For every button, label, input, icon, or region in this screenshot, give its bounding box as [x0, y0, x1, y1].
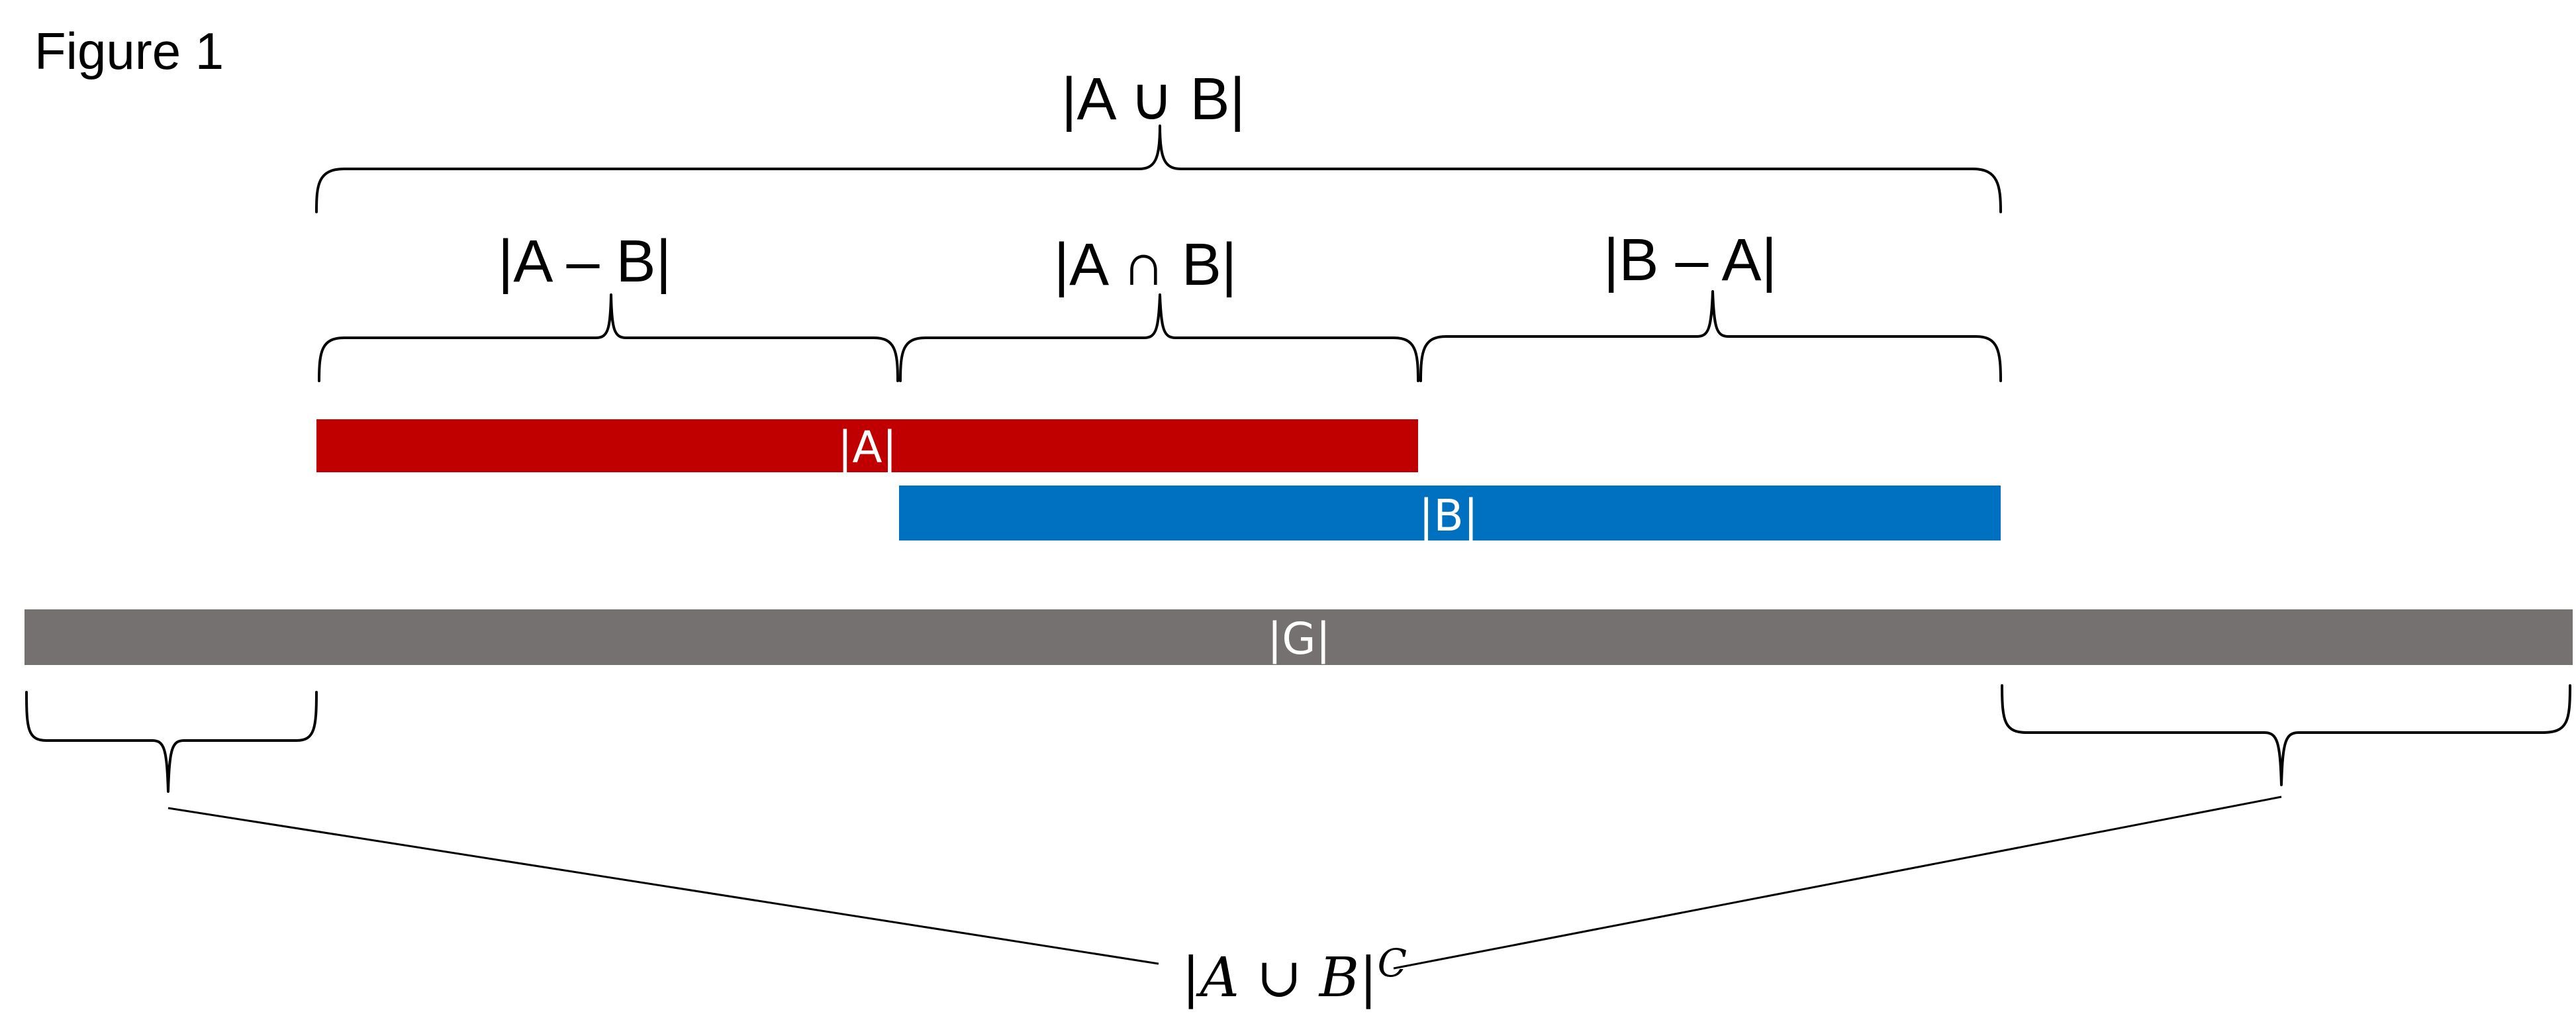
- complement-right-brace: [2001, 684, 2571, 786]
- set-b-label: |B|: [1419, 490, 1478, 541]
- set-g-bar: [24, 609, 2573, 665]
- complement-left-brace: [25, 691, 318, 793]
- union-label: |A ∪ B|: [1061, 66, 1245, 132]
- complement-left-connector: [167, 807, 1159, 965]
- complement-right-connector: [1393, 795, 2282, 970]
- intersection-brace: [899, 293, 1419, 382]
- complement-label-base: |A ∪ B|: [1182, 947, 1378, 1009]
- figure-title: Figure 1: [34, 22, 224, 80]
- set-a-bar: [316, 419, 1418, 472]
- set-g-label: |G|: [1267, 613, 1331, 664]
- set-b-bar: [899, 486, 2001, 540]
- complement-label: |A ∪ B|C: [1182, 944, 1407, 1005]
- intersection-label: |A ∩ B|: [1053, 232, 1237, 298]
- a-minus-b-label: |A – B|: [498, 229, 671, 295]
- b-minus-a-label: |B – A|: [1603, 227, 1777, 293]
- complement-label-superscript: C: [1377, 941, 1407, 986]
- b-minus-a-brace: [1419, 290, 2002, 382]
- a-minus-b-brace: [318, 293, 899, 382]
- set-a-label: |A|: [837, 422, 897, 473]
- union-brace: [315, 125, 2002, 213]
